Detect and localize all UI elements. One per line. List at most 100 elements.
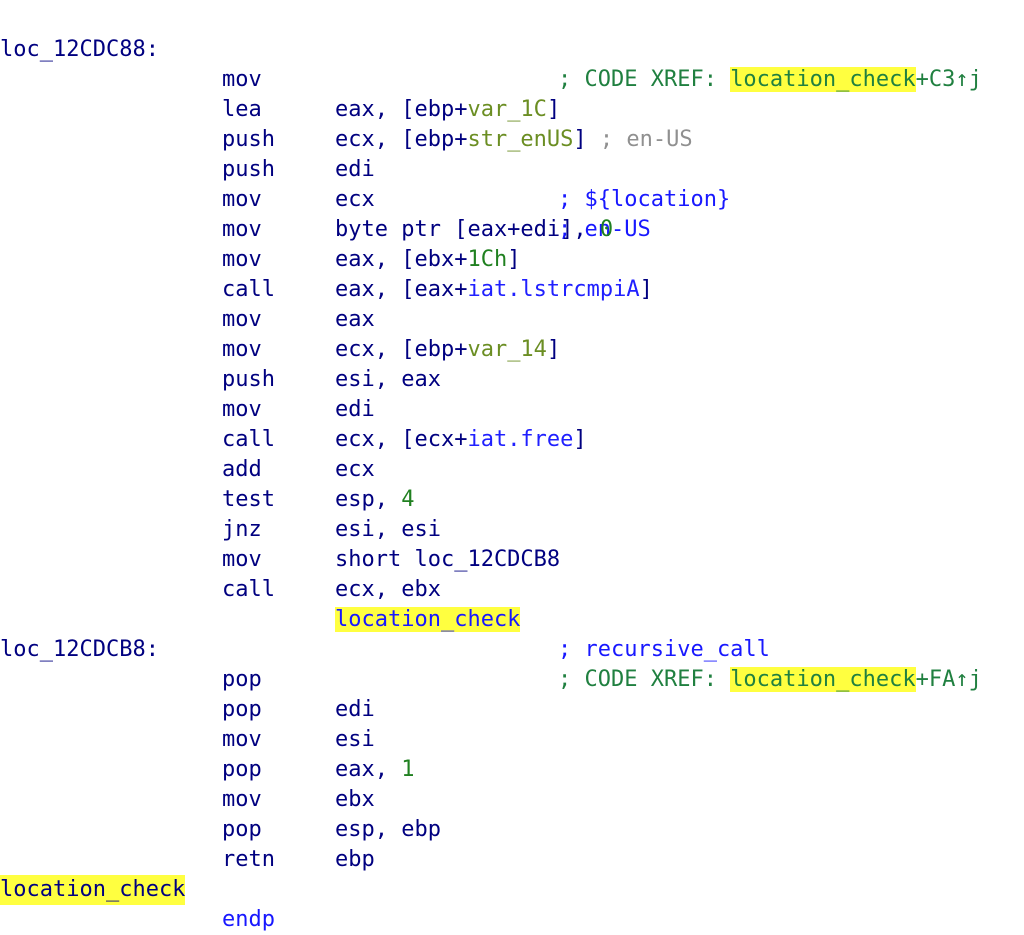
operand-text: ecx, [ebp+	[335, 127, 468, 152]
mnemonic: mov	[222, 787, 262, 812]
instruction-row: mov ecx, ebx	[0, 515, 1024, 602]
mnemonic: mov	[222, 337, 262, 362]
instruction-row: push ecx ; en-US	[0, 125, 1024, 242]
instruction-row: pop ebp	[0, 785, 1024, 872]
xref-comment: ; CODE XREF: location_check+C3↑j	[558, 65, 982, 95]
immediate-value: 4	[401, 487, 415, 512]
operand: ecx, [ebp+str_enUS] ; en-US	[335, 125, 693, 155]
instruction-row: mov eax, 1	[0, 695, 1024, 782]
operand-text: ecx, [ebp+	[335, 337, 468, 362]
mnemonic: lea	[222, 97, 262, 122]
instruction-row: call ecx	[0, 395, 1024, 482]
label-line: loc_12CDC88: ; CODE XREF: location_check…	[0, 5, 1024, 92]
mnemonic: push	[222, 157, 275, 182]
xref-prefix: ; CODE XREF:	[558, 67, 731, 92]
operand-text: ]	[546, 97, 561, 122]
operand: ecx	[335, 187, 375, 212]
stack-var[interactable]: str_enUS	[467, 127, 574, 152]
import-symbol[interactable]: iat.free	[467, 427, 574, 452]
operand: ecx, ebx	[335, 577, 441, 602]
instruction-row: mov eax, [ebp+var_1C]	[0, 35, 1024, 122]
mnemonic: pop	[222, 757, 262, 782]
instruction-row: push edi ; ${location}	[0, 95, 1024, 212]
jump-target-link[interactable]: short loc_12CDCB8	[335, 547, 561, 572]
mnemonic: mov	[222, 217, 262, 242]
xref-target-link[interactable]: location_check	[730, 667, 916, 692]
operand: eax, 1	[335, 755, 414, 785]
instruction-row: pop ebx	[0, 725, 1024, 812]
operand: esp, 4	[335, 485, 414, 515]
operand: eax, [eax+iat.lstrcmpiA]	[335, 275, 653, 305]
instruction-row: call eax	[0, 245, 1024, 332]
mnemonic: retn	[222, 847, 275, 872]
instruction-row: pop esi	[0, 665, 1024, 752]
instruction-row: add esp, 4	[0, 425, 1024, 512]
instruction-row: mov byte ptr [eax+edi], 0	[0, 155, 1024, 242]
function-end-line: location_check endp	[0, 845, 1024, 932]
import-symbol[interactable]: iat.lstrcmpiA	[467, 277, 640, 302]
instruction-row: mov eax, [ebx+1Ch]	[0, 185, 1024, 272]
operand-text: byte ptr [eax+edi],	[335, 217, 600, 242]
operand-text: eax, [ebx+	[335, 247, 468, 272]
comment: ; ${location}	[558, 187, 731, 212]
operand: eax	[335, 307, 375, 332]
instruction-row: lea ecx, [ebp+str_enUS] ; en-US	[0, 65, 1024, 152]
operand: ebp	[335, 847, 375, 872]
mnemonic: call	[222, 277, 275, 302]
xref-comment: ; CODE XREF: location_check+FA↑j	[558, 665, 982, 695]
mnemonic: add	[222, 457, 262, 482]
mnemonic: mov	[222, 247, 262, 272]
xref-suffix: +C3↑j	[915, 67, 982, 92]
operand-text: ]	[546, 337, 561, 362]
mnemonic: call	[222, 427, 275, 452]
function-name-link[interactable]: location_check	[0, 875, 186, 905]
operand-text: ]	[507, 247, 521, 272]
mnemonic: pop	[222, 697, 262, 722]
xref-target-link[interactable]: location_check	[730, 67, 916, 92]
operand: ecx, [ebp+var_14]	[335, 335, 560, 365]
operand: esp, ebp	[335, 817, 441, 842]
mnemonic: mov	[222, 307, 262, 332]
code-label[interactable]: loc_12CDCB8:	[0, 637, 159, 662]
operand-text: ]	[639, 277, 653, 302]
instruction-row: call location_check ; recursive_call	[0, 545, 1024, 662]
immediate-value: 1	[401, 757, 415, 782]
mnemonic: push	[222, 127, 275, 152]
operand: edi	[335, 157, 375, 182]
mnemonic: mov	[222, 547, 262, 572]
mnemonic: mov	[222, 187, 262, 212]
operand: esi	[335, 727, 375, 752]
instruction-row: retn	[0, 815, 1024, 872]
endp-directive: endp	[222, 907, 275, 932]
instruction-row: mov ecx, [ecx+iat.free]	[0, 365, 1024, 452]
function-call-link[interactable]: location_check	[335, 607, 521, 632]
immediate-value: 1Ch	[467, 247, 508, 272]
operand-text: eax, [ebp+	[335, 97, 468, 122]
operand: ecx	[335, 457, 375, 482]
operand: ecx, [ecx+iat.free]	[335, 425, 587, 455]
operand: esi, eax	[335, 367, 441, 392]
label-line: loc_12CDCB8: ; CODE XREF: location_check…	[0, 605, 1024, 692]
operand: edi	[335, 697, 375, 722]
operand-text: eax, [eax+	[335, 277, 468, 302]
auto-comment: ; en-US	[599, 127, 693, 152]
mnemonic: call	[222, 577, 275, 602]
mnemonic: pop	[222, 667, 262, 692]
instruction-row: mov esi, eax	[0, 305, 1024, 392]
stack-var[interactable]: var_1C	[467, 97, 547, 122]
code-label[interactable]: loc_12CDC88:	[0, 37, 159, 62]
mnemonic: mov	[222, 397, 262, 422]
operand: eax, [ebp+var_1C]	[335, 95, 560, 125]
operand: ebx	[335, 787, 375, 812]
xref-prefix: ; CODE XREF:	[558, 667, 731, 692]
mnemonic: pop	[222, 817, 262, 842]
comment: ; en-US	[558, 217, 651, 242]
mnemonic: mov	[222, 727, 262, 752]
immediate-value: 0	[599, 217, 614, 242]
stack-var[interactable]: var_14	[467, 337, 547, 362]
instruction-row: mov eax, [eax+iat.lstrcmpiA]	[0, 215, 1024, 302]
instruction-row: mov esp, ebp	[0, 755, 1024, 842]
mnemonic: test	[222, 487, 275, 512]
operand-text: esp,	[335, 487, 402, 512]
instruction-row: test esi, esi	[0, 455, 1024, 542]
